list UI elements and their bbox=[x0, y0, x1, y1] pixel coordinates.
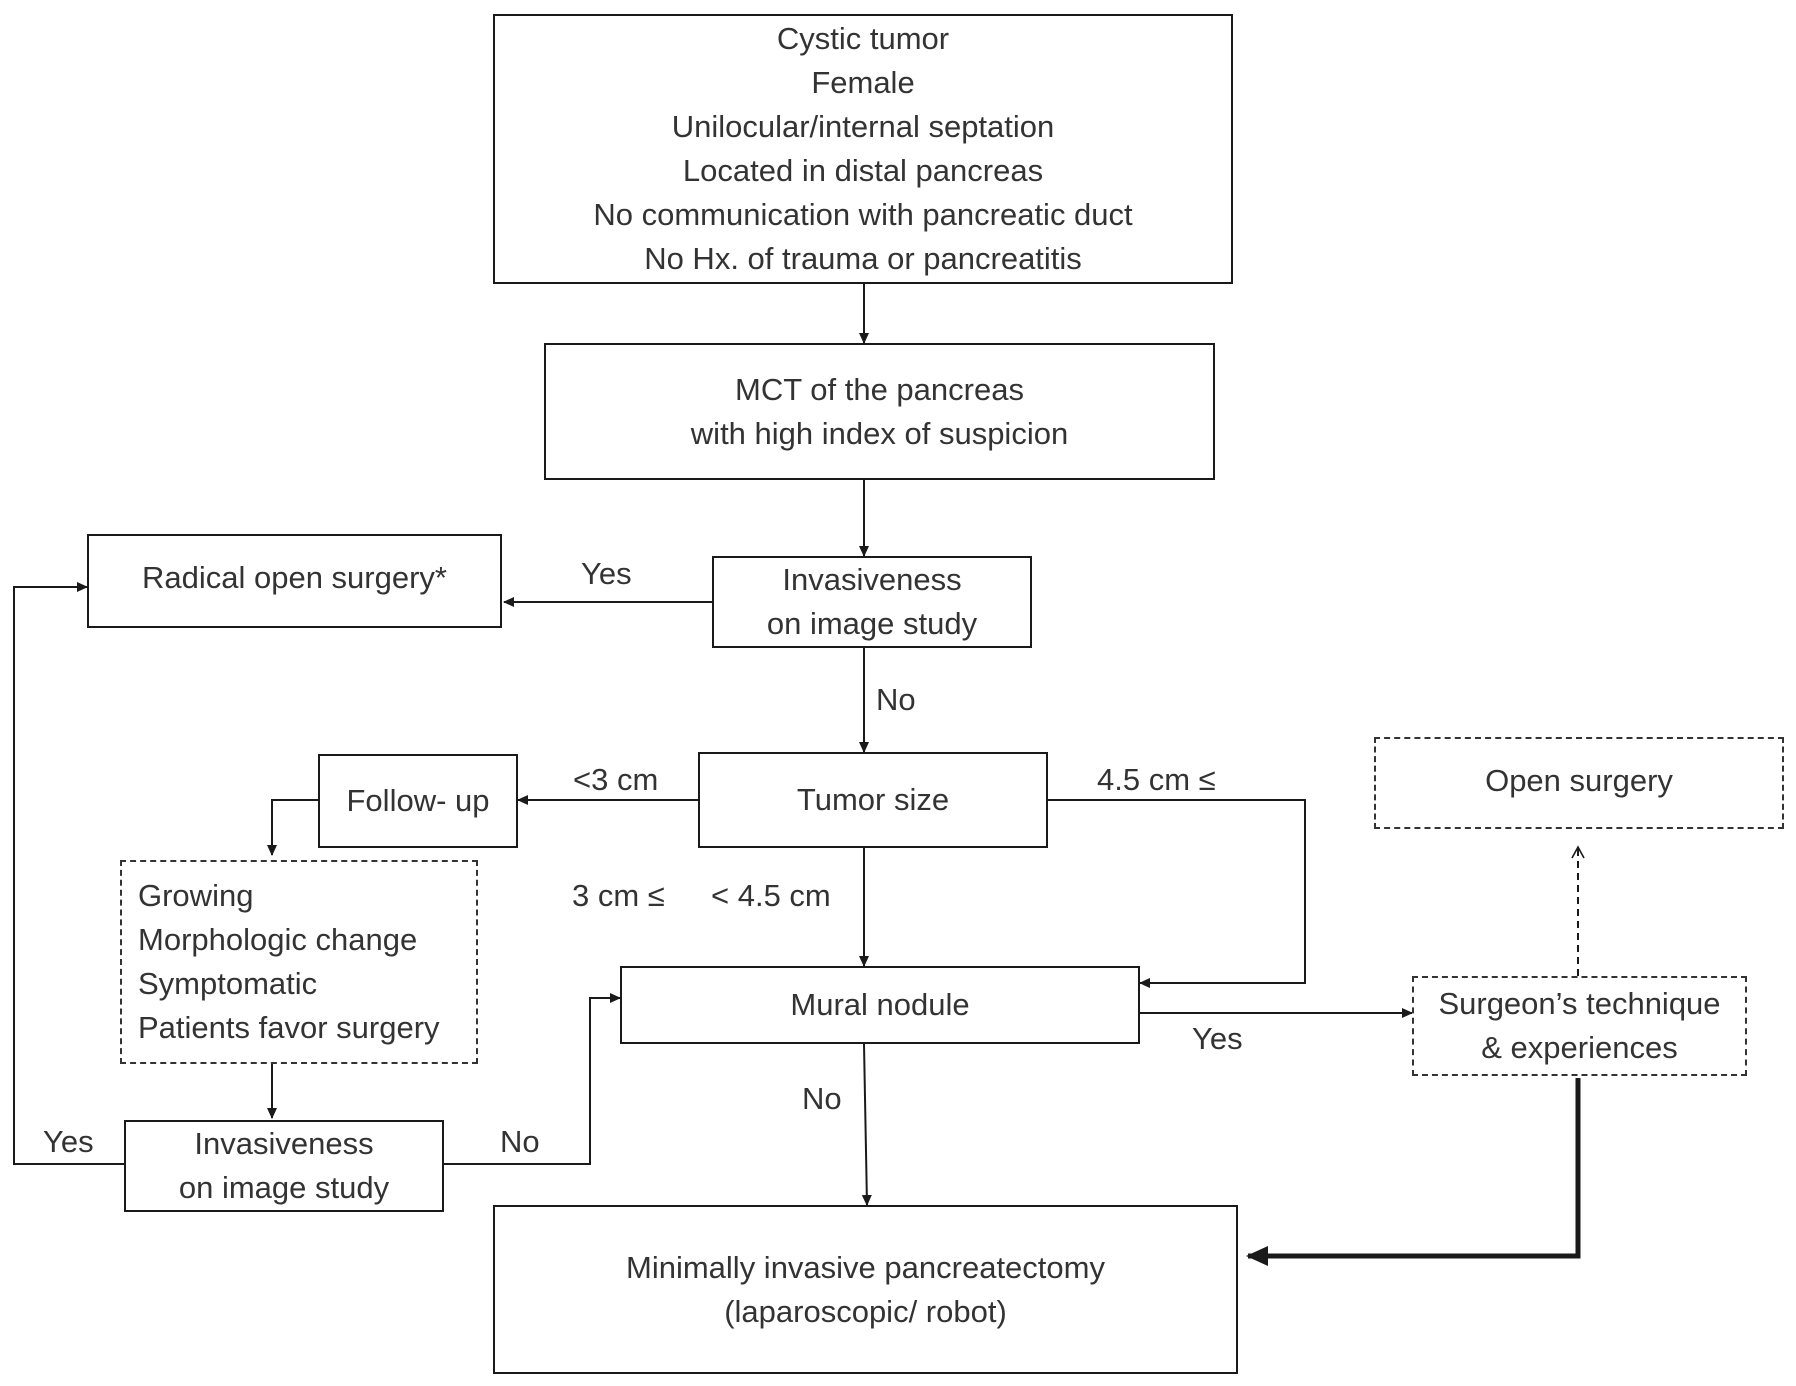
edge-label-ge45: 4.5 cm ≤ bbox=[1097, 762, 1216, 797]
mip-box: Minimally invasive pancreatectomy (lapar… bbox=[493, 1205, 1238, 1374]
invasiveness-top-box: Invasiveness on image study bbox=[712, 556, 1032, 648]
edge-label-no-mural: No bbox=[802, 1081, 842, 1116]
mip-line: Minimally invasive pancreatectomy bbox=[626, 1249, 1105, 1285]
invasiveness-top-line: on image study bbox=[766, 606, 978, 641]
growing-line: Symptomatic bbox=[138, 966, 318, 1001]
growing-line: Patients favor surgery bbox=[138, 1010, 440, 1045]
edge-label-lt3: <3 cm bbox=[573, 762, 659, 797]
edge-label-yes-mural: Yes bbox=[1192, 1021, 1243, 1056]
edge-label-yes-invasive-bottom: Yes bbox=[43, 1124, 94, 1159]
growing-box: Growing Morphologic change Symptomatic P… bbox=[120, 860, 478, 1064]
open-surgery-line: Open surgery bbox=[1485, 763, 1673, 798]
edge-invasive-bottom-no-to-mural bbox=[444, 993, 621, 1165]
criteria-line: Located in distal pancreas bbox=[682, 153, 1044, 188]
edge-label-no-invasive-bottom: No bbox=[500, 1124, 540, 1159]
surgeon-line: Surgeon’s technique bbox=[1438, 986, 1721, 1021]
mural-nodule-box: Mural nodule bbox=[620, 966, 1140, 1044]
invasiveness-top-line: Invasiveness bbox=[782, 562, 962, 597]
mip-line: (laparoscopic/ robot) bbox=[724, 1293, 1007, 1329]
follow-up-box: Follow- up bbox=[318, 754, 518, 848]
surgeon-line: & experiences bbox=[1481, 1030, 1678, 1065]
mural-nodule-line: Mural nodule bbox=[790, 987, 970, 1022]
follow-up-line: Follow- up bbox=[346, 783, 490, 818]
invasiveness-bottom-box: Invasiveness on image study bbox=[124, 1120, 444, 1212]
criteria-line: Female bbox=[811, 65, 915, 100]
tumor-size-box: Tumor size bbox=[698, 752, 1048, 848]
criteria-line: No communication with pancreatic duct bbox=[593, 197, 1133, 232]
edge-mural-no-to-mip bbox=[861, 1043, 872, 1206]
mct-box: MCT of the pancreas with high index of s… bbox=[544, 343, 1215, 480]
edge-tumor-ge45-to-mural bbox=[1048, 799, 1306, 988]
growing-line: Morphologic change bbox=[138, 922, 418, 957]
edge-followup-to-growing bbox=[267, 799, 318, 856]
radical-open-surgery-line: Radical open surgery* bbox=[141, 560, 447, 595]
edge-label-no-invasive-top: No bbox=[876, 682, 916, 717]
mct-line: with high index of suspicion bbox=[690, 415, 1069, 451]
edge-label-mid-a: 3 cm ≤ bbox=[572, 878, 665, 913]
criteria-line: No Hx. of trauma or pancreatitis bbox=[644, 241, 1082, 276]
open-surgery-box: Open surgery bbox=[1374, 737, 1784, 829]
radical-open-surgery-box: Radical open surgery* bbox=[87, 534, 502, 628]
edge-invasive-bottom-yes-to-radical bbox=[13, 582, 124, 1165]
surgeon-box: Surgeon’s technique & experiences bbox=[1412, 976, 1747, 1076]
edge-surgeon-to-mip bbox=[1246, 1078, 1581, 1266]
growing-line: Growing bbox=[138, 878, 254, 913]
criteria-line: Unilocular/internal septation bbox=[671, 109, 1055, 144]
criteria-box: Cystic tumor Female Unilocular/internal … bbox=[493, 14, 1233, 284]
edge-label-yes-invasive-top: Yes bbox=[581, 556, 632, 591]
criteria-line: Cystic tumor bbox=[776, 21, 950, 56]
invasiveness-bottom-line: on image study bbox=[178, 1170, 390, 1205]
mct-line: MCT of the pancreas bbox=[735, 371, 1024, 407]
tumor-size-line: Tumor size bbox=[796, 782, 950, 817]
edge-label-mid-b: < 4.5 cm bbox=[711, 878, 831, 913]
invasiveness-bottom-line: Invasiveness bbox=[194, 1126, 374, 1161]
